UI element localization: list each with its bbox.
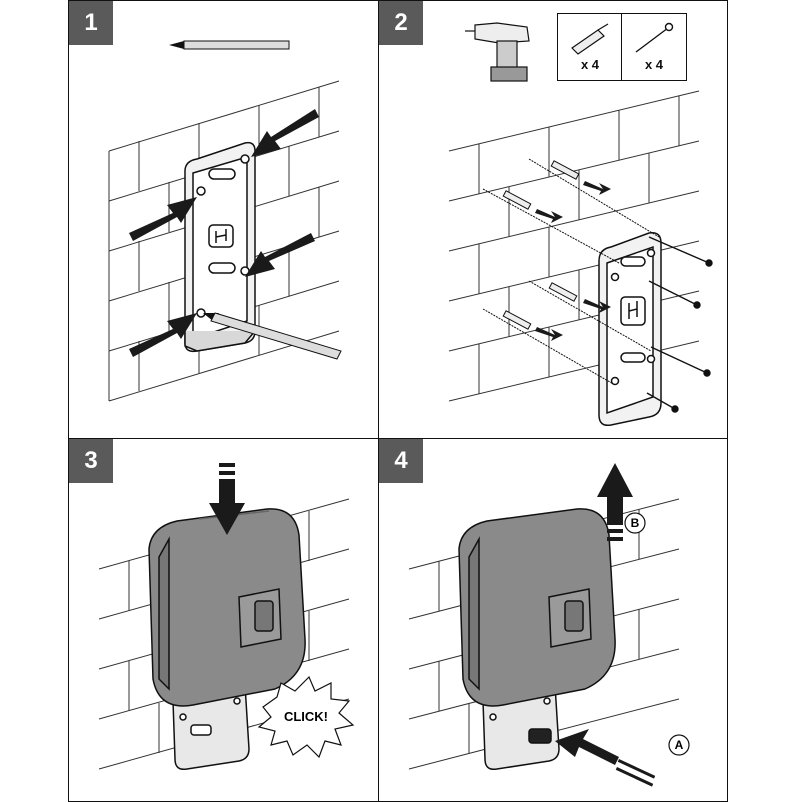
screws-qty-label: x 4 <box>644 57 664 72</box>
callout-b <box>624 512 646 534</box>
charger-body <box>148 508 306 707</box>
pencil-icon <box>169 40 290 50</box>
push-arrow-icon <box>535 181 611 341</box>
wall-plug-icon <box>571 23 609 55</box>
step-3-badge: 3 <box>69 439 113 483</box>
wall-plug-icon <box>482 158 660 386</box>
step-3-illustration: CLICK! <box>98 463 355 771</box>
step-4-panel: 4 <box>378 438 728 802</box>
step-2-illustration <box>448 22 713 427</box>
charger-body <box>458 508 616 707</box>
callout-a-label: A <box>675 738 684 752</box>
plugs-qty-label: x 4 <box>580 57 600 72</box>
step-1-illustration <box>108 40 342 402</box>
push-arrow-icon <box>209 463 245 535</box>
step-4-illustration: B A <box>408 463 690 787</box>
callout-a <box>668 734 690 756</box>
pencil-icon <box>203 312 342 360</box>
callout-b-label: B <box>631 516 640 530</box>
step-1-badge: 1 <box>69 1 113 45</box>
screw-icon <box>635 22 674 53</box>
click-label: CLICK! <box>284 709 328 724</box>
screws-qty-box: x 4 <box>621 13 687 81</box>
step-3-panel: 3 <box>68 438 380 802</box>
drill-icon <box>465 22 530 82</box>
wall-bracket <box>184 141 256 353</box>
wall-bracket <box>598 231 662 427</box>
click-burst-icon <box>257 675 355 759</box>
wall-bracket <box>172 684 250 771</box>
step-4-badge: 4 <box>379 439 423 483</box>
step-2-badge: 2 <box>379 1 423 45</box>
instruction-sheet: 1 <box>68 0 728 802</box>
push-arrow-icon <box>129 109 319 357</box>
step-2-panel: 2 <box>378 0 728 440</box>
screw-icon <box>646 236 713 413</box>
step-1-panel: 1 <box>68 0 380 440</box>
plugs-qty-box: x 4 <box>557 13 623 81</box>
push-arrow-icon <box>555 729 656 787</box>
push-arrow-icon <box>597 463 633 541</box>
wall-bracket <box>482 684 560 771</box>
